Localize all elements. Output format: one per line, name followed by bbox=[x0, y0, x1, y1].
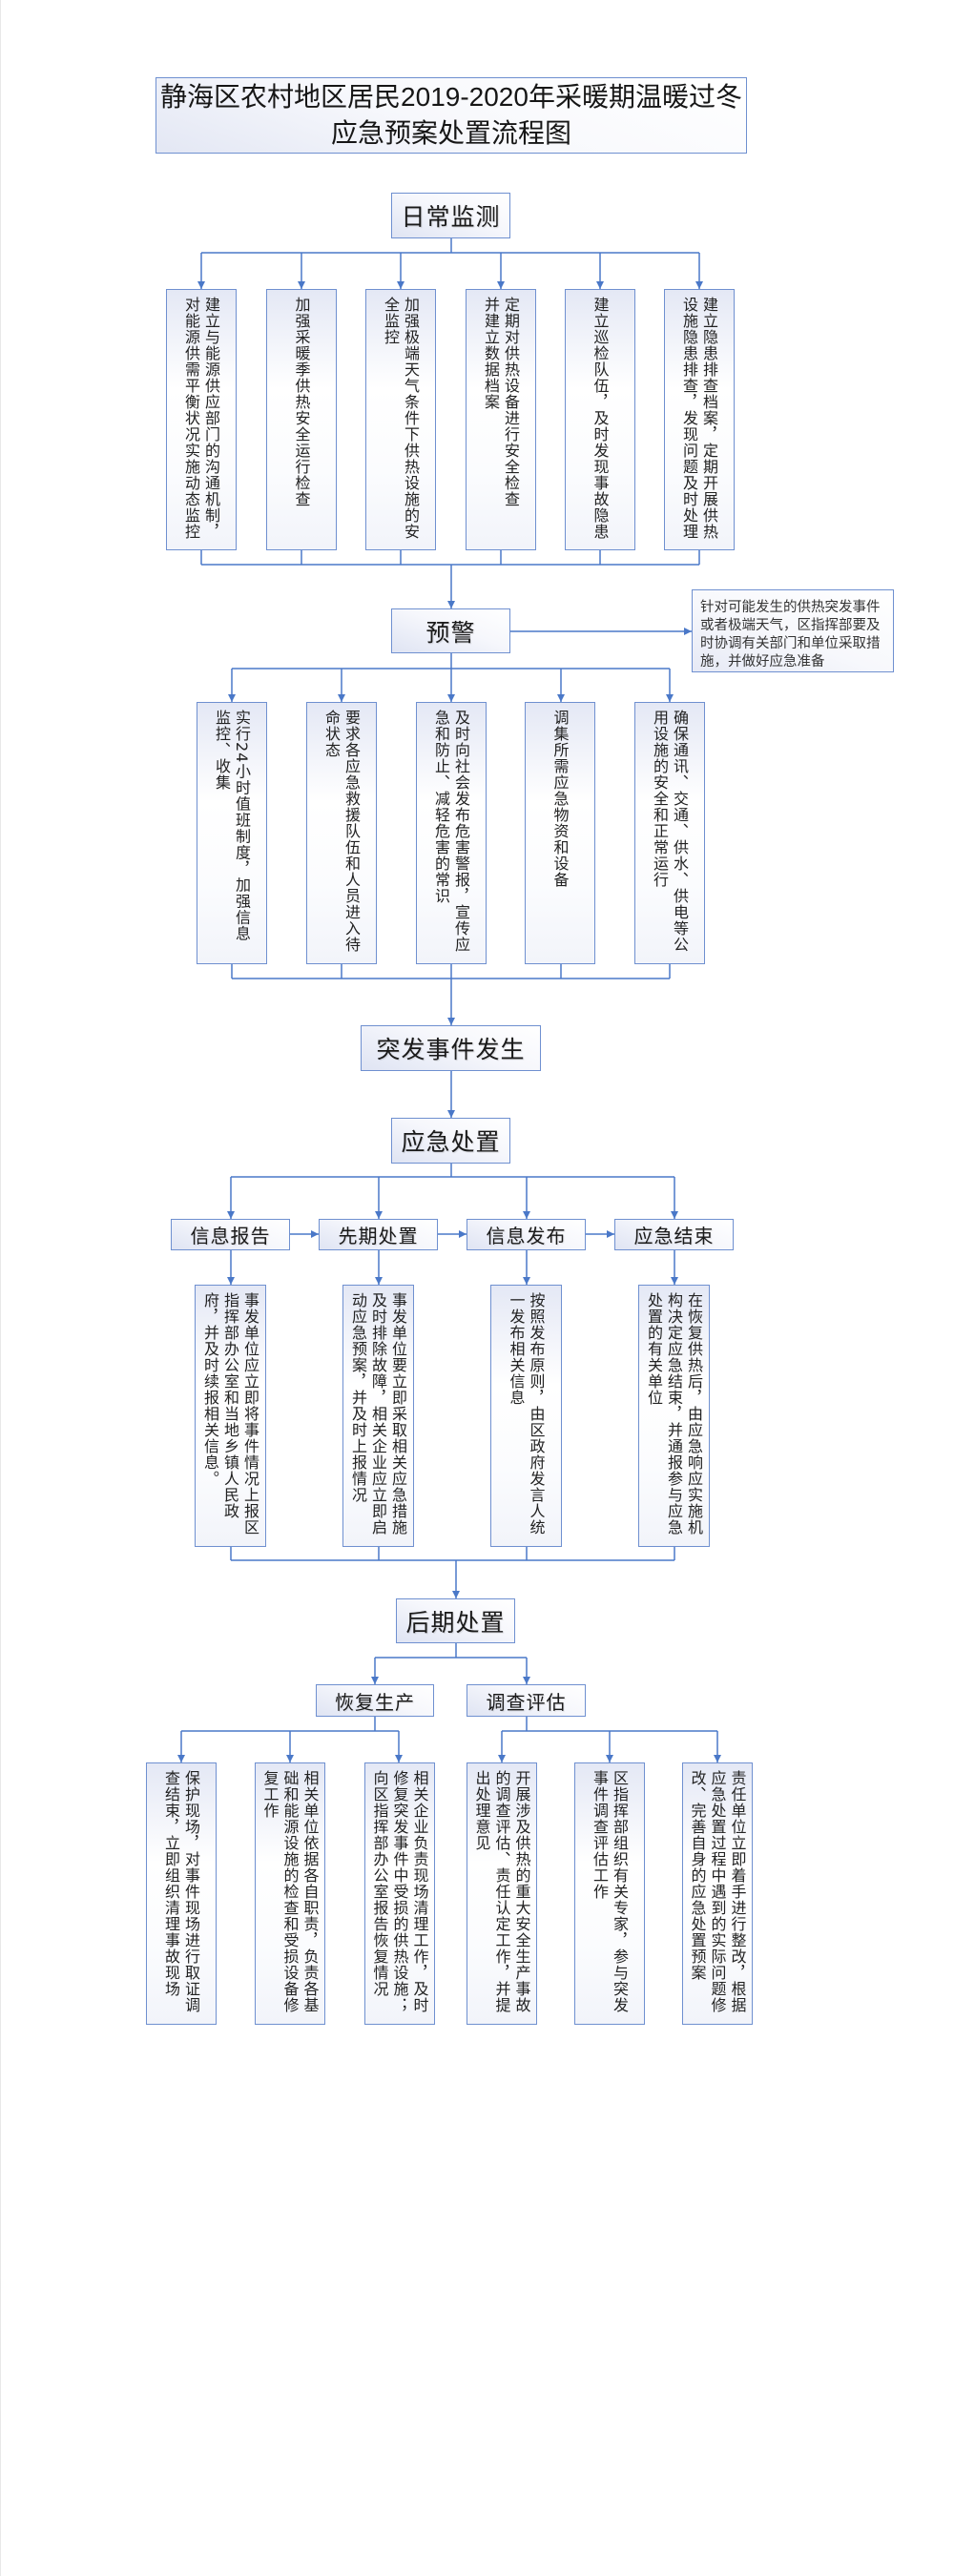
warning-item: 确保通讯、交通、供水、供电等公用设施的安全和正常运行 bbox=[634, 702, 705, 964]
recovery-item-text: 相关单位依据各自职责，负责各基础和能源设施的检查和受损设备修复工作 bbox=[260, 1770, 320, 2013]
warning-item-text: 调集所需应急物资和设备 bbox=[550, 710, 570, 888]
monitoring-item-text: 定期对供热设备进行安全检查 并建立数据档案 bbox=[482, 297, 520, 507]
heading-aftermath: 后期处置 bbox=[396, 1598, 515, 1643]
stage-detail: 事发单位应立即将事件情况上报区指挥部办公室和当地乡镇人民政府，并及时续报相关信息… bbox=[195, 1285, 266, 1547]
monitoring-item-text: 建立隐患排查档案，定期开展供热设施隐患排查，发现问题及时处理 bbox=[680, 297, 718, 540]
warning-item: 要求各应急救援队伍和人员进入待命状态 bbox=[306, 702, 377, 964]
investigation-item: 责任单位立即着手进行整改，根据应急处置过程中遇到的实际问题修改、完善自身的应急处… bbox=[682, 1762, 753, 2025]
page-title: 静海区农村地区居民2019-2020年采暖期温暖过冬 应急预案处置流程图 bbox=[156, 77, 747, 154]
monitoring-item: 加强采暖季供热安全运行检查 bbox=[266, 289, 337, 550]
warning-note-text: 针对可能发生的供热突发事件或者极端天气，区指挥部要及时协调有关部门和单位采取措施… bbox=[700, 600, 881, 670]
stage-info-report: 信息报告 bbox=[171, 1219, 290, 1250]
monitoring-item: 定期对供热设备进行安全检查 并建立数据档案 bbox=[466, 289, 536, 550]
investigation-item: 开展涉及供热的重大安全生产事故的调查评估、责任认定工作，并提出处理意见 bbox=[467, 1762, 537, 2025]
branch-investigation: 调查评估 bbox=[467, 1684, 586, 1717]
recovery-item: 相关单位依据各自职责，负责各基础和能源设施的检查和受损设备修复工作 bbox=[255, 1762, 325, 2025]
stage-detail-text: 事发单位应立即将事件情况上报区指挥部办公室和当地乡镇人民政府，并及时续报相关信息… bbox=[201, 1292, 259, 1535]
monitoring-item: 建立巡检队伍，及时发现事故隐患 bbox=[565, 289, 635, 550]
investigation-item-text: 区指挥部组织有关专家，参与突发事件调查评估工作 bbox=[591, 1770, 629, 2013]
warning-item-text: 及时向社会发布危害警报，宣传应急和防止、减轻危害的常识 bbox=[432, 710, 470, 953]
stage-detail: 在恢复供热后，由应急响应实施机构决定应急结束，并通报参与应急处置的有关单位 bbox=[638, 1285, 710, 1547]
warning-item: 调集所需应急物资和设备 bbox=[525, 702, 595, 964]
stage-detail-text: 按照发布原则，由区政府发言人统一发布相关信息 bbox=[507, 1292, 546, 1535]
warning-item-text: 确保通讯、交通、供水、供电等公用设施的安全和正常运行 bbox=[651, 710, 689, 953]
monitoring-item-text: 加强采暖季供热安全运行检查 bbox=[292, 297, 311, 507]
recovery-item-text: 保护现场，对事件现场进行取证调查结束，立即组织清理事故现场 bbox=[162, 1770, 200, 2013]
warning-item-text: 要求各应急救援队伍和人员进入待命状态 bbox=[322, 710, 361, 953]
recovery-item: 保护现场，对事件现场进行取证调查结束，立即组织清理事故现场 bbox=[146, 1762, 217, 2025]
heading-incident: 突发事件发生 bbox=[361, 1025, 541, 1071]
warning-item: 实行24小时值班制度，加强信息监控、收集 bbox=[197, 702, 267, 964]
monitoring-item-text: 建立巡检队伍，及时发现事故隐患 bbox=[591, 297, 610, 540]
warning-item-text: 实行24小时值班制度，加强信息监控、收集 bbox=[213, 710, 251, 942]
title-line-1: 静海区农村地区居民2019-2020年采暖期温暖过冬 bbox=[160, 82, 742, 112]
monitoring-item-text: 建立与能源供应部门的沟通机制，对能源供需平衡状况实施动态监控 bbox=[182, 297, 220, 540]
stage-detail-text: 在恢复供热后，由应急响应实施机构决定应急结束，并通报参与应急处置的有关单位 bbox=[645, 1292, 703, 1535]
recovery-item-text: 相关企业负责现场清理工作，及时修复突发事件中受损的供热设施；向区指挥部办公室报告… bbox=[370, 1770, 429, 2013]
stage-emergency-end: 应急结束 bbox=[614, 1219, 734, 1250]
investigation-item-text: 责任单位立即着手进行整改，根据应急处置过程中遇到的实际问题修改、完善自身的应急处… bbox=[688, 1770, 747, 2013]
monitoring-item: 建立与能源供应部门的沟通机制，对能源供需平衡状况实施动态监控 bbox=[166, 289, 237, 550]
investigation-item: 区指挥部组织有关专家，参与突发事件调查评估工作 bbox=[574, 1762, 645, 2025]
heading-daily-monitoring: 日常监测 bbox=[391, 193, 510, 238]
recovery-item: 相关企业负责现场清理工作，及时修复突发事件中受损的供热设施；向区指挥部办公室报告… bbox=[364, 1762, 435, 2025]
heading-warning: 预警 bbox=[391, 608, 510, 653]
heading-emergency-response: 应急处置 bbox=[391, 1118, 510, 1164]
monitoring-item: 建立隐患排查档案，定期开展供热设施隐患排查，发现问题及时处理 bbox=[664, 289, 735, 550]
monitoring-item: 加强极端天气条件下供热设施的安全监控 bbox=[365, 289, 436, 550]
stage-info-release: 信息发布 bbox=[467, 1219, 586, 1250]
branch-recovery: 恢复生产 bbox=[316, 1684, 434, 1717]
stage-initial-response: 先期处置 bbox=[319, 1219, 438, 1250]
warning-item: 及时向社会发布危害警报，宣传应急和防止、减轻危害的常识 bbox=[416, 702, 487, 964]
stage-detail: 事发单位要立即采取相关应急措施及时排除故障，相关企业应立即启动应急预案，并及时上… bbox=[342, 1285, 414, 1547]
stage-detail-text: 事发单位要立即采取相关应急措施及时排除故障，相关企业应立即启动应急预案，并及时上… bbox=[349, 1292, 407, 1535]
monitoring-item-text: 加强极端天气条件下供热设施的安全监控 bbox=[382, 297, 420, 540]
stage-detail: 按照发布原则，由区政府发言人统一发布相关信息 bbox=[490, 1285, 562, 1547]
warning-note: 针对可能发生的供热突发事件或者极端天气，区指挥部要及时协调有关部门和单位采取措施… bbox=[692, 589, 894, 672]
investigation-item-text: 开展涉及供热的重大安全生产事故的调查评估、责任认定工作，并提出处理意见 bbox=[472, 1770, 531, 2013]
title-line-2: 应急预案处置流程图 bbox=[330, 118, 571, 148]
